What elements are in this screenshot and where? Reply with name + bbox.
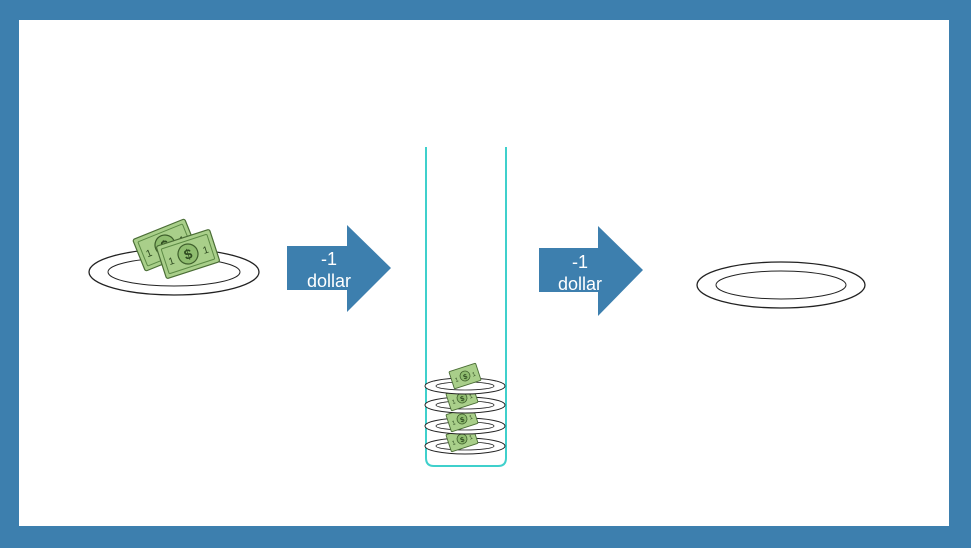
stacked-plate (424, 425, 506, 455)
arrow-1 (287, 225, 391, 312)
arrow-1-label-line1: -1 (320, 249, 337, 269)
stack-tube (425, 147, 507, 467)
right-empty-plate (696, 261, 866, 309)
arrow-2-label: -1 dollar (540, 251, 620, 295)
left-plate-with-money (88, 218, 260, 296)
stacked-plate (424, 405, 506, 435)
stacked-plate (424, 384, 506, 414)
stacked-plate (424, 362, 506, 395)
arrow-2-label-line2: dollar (557, 274, 603, 294)
arrow-1-label: -1 dollar (289, 248, 369, 292)
arrow-1-label-line2: dollar (306, 271, 352, 291)
arrow-2-label-line1: -1 (571, 252, 588, 272)
arrow-2 (539, 226, 643, 316)
plate-stack (424, 362, 506, 455)
